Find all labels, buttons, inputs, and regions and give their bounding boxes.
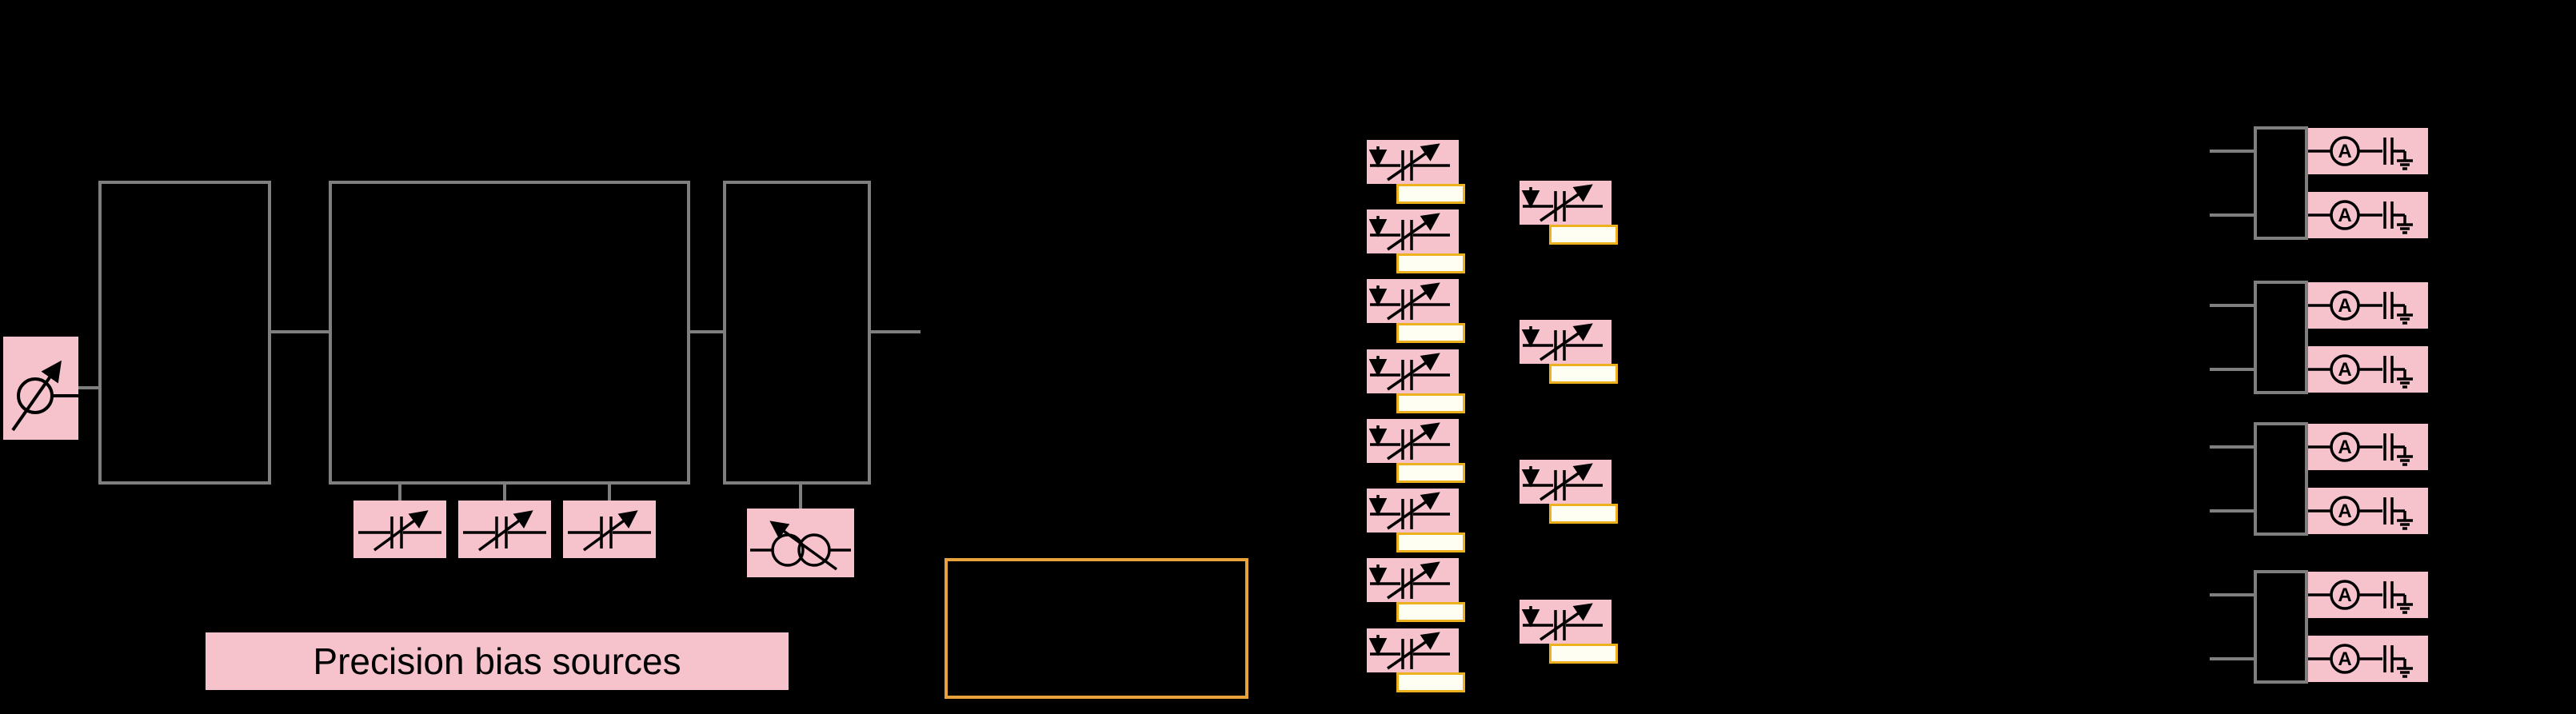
variable-capacitor-ground-icon [1367, 349, 1459, 393]
tuner-unit [1520, 181, 1611, 225]
ammeter-capacitor-ground-icon [2308, 636, 2428, 682]
variable-capacitor-ground-icon [1367, 628, 1459, 672]
tuner-unit [1367, 489, 1459, 533]
tuner-value-box [1396, 393, 1465, 413]
bias-coupler [747, 509, 854, 577]
tuner-unit [1367, 349, 1459, 393]
readout-row [2308, 636, 2428, 682]
readout-block [2254, 422, 2308, 536]
readout-stub [2210, 657, 2254, 660]
variable-coupler-icon [747, 509, 854, 577]
tuner-value-box [1549, 504, 1618, 524]
variable-capacitor-icon [458, 501, 551, 558]
readout-row [2308, 424, 2428, 470]
readout-row [2308, 128, 2428, 174]
readout-stub [2210, 368, 2254, 371]
tuner-value-box [1396, 323, 1465, 343]
readout-row [2308, 488, 2428, 534]
tuner-value-box [1396, 184, 1465, 204]
chain-block-1 [98, 181, 271, 485]
bias-varactor [563, 501, 656, 558]
readout-block [2254, 570, 2308, 684]
wire-block3-output [871, 330, 921, 333]
ammeter-capacitor-ground-icon [2308, 572, 2428, 618]
tuner-value-box [1549, 364, 1618, 384]
readout-stub [2210, 445, 2254, 449]
tuner-value-box [1396, 602, 1465, 622]
readout-row [2308, 346, 2428, 393]
variable-capacitor-icon [353, 501, 446, 558]
variable-capacitor-ground-icon [1520, 600, 1611, 644]
wire-block1-block2 [271, 330, 329, 333]
tuner-unit [1367, 209, 1459, 253]
ammeter-capacitor-ground-icon [2308, 128, 2428, 174]
wire-bias-drop-2 [503, 483, 506, 502]
variable-capacitor-ground-icon [1520, 460, 1611, 504]
chain-block-3 [723, 181, 871, 485]
readout-row [2308, 192, 2428, 238]
wire-coupler-drop [799, 483, 802, 510]
wire-bias-drop-3 [608, 483, 611, 502]
readout-stub [2210, 304, 2254, 307]
rf-source-icon [3, 337, 78, 440]
variable-capacitor-ground-icon [1367, 558, 1459, 602]
tuner-value-box [1396, 533, 1465, 552]
ammeter-capacitor-ground-icon [2308, 282, 2428, 329]
variable-capacitor-ground-icon [1520, 181, 1611, 225]
tuner-value-box [1396, 672, 1465, 692]
variable-capacitor-ground-icon [1367, 489, 1459, 533]
wire-bias-drop-1 [398, 483, 401, 502]
tuner-unit [1367, 558, 1459, 602]
tuner-value-box [1396, 253, 1465, 273]
variable-capacitor-icon [563, 501, 656, 558]
bias-varactor [353, 501, 446, 558]
variable-capacitor-ground-icon [1367, 419, 1459, 463]
tuner-unit [1520, 600, 1611, 644]
ammeter-capacitor-ground-icon [2308, 192, 2428, 238]
readout-stub [2210, 150, 2254, 153]
readout-stub [2210, 213, 2254, 217]
tuner-unit [1367, 628, 1459, 672]
bias-sources-label-text: Precision bias sources [313, 640, 681, 682]
variable-capacitor-ground-icon [1367, 209, 1459, 253]
tuner-unit [1367, 279, 1459, 323]
ammeter-capacitor-ground-icon [2308, 346, 2428, 393]
readout-stub [2210, 593, 2254, 596]
tuner-unit [1520, 460, 1611, 504]
bias-sources-label: Precision bias sources [206, 632, 789, 690]
tuner-value-box [1549, 225, 1618, 245]
wire-source-block1 [78, 386, 98, 389]
rf-source [3, 337, 78, 440]
variable-capacitor-ground-icon [1367, 279, 1459, 323]
tuner-unit [1367, 140, 1459, 184]
tuner-value-box [1396, 463, 1465, 483]
ammeter-capacitor-ground-icon [2308, 424, 2428, 470]
bias-varactor [458, 501, 551, 558]
highlight-outline-box [945, 558, 1248, 699]
ammeter-capacitor-ground-icon [2308, 488, 2428, 534]
variable-capacitor-ground-icon [1520, 320, 1611, 364]
readout-block [2254, 126, 2308, 240]
tuner-unit [1520, 320, 1611, 364]
chain-block-2 [329, 181, 690, 485]
readout-stub [2210, 509, 2254, 513]
wire-block2-block3 [690, 330, 723, 333]
readout-block [2254, 281, 2308, 394]
tuner-value-box [1549, 644, 1618, 664]
readout-row [2308, 572, 2428, 618]
variable-capacitor-ground-icon [1367, 140, 1459, 184]
tuner-unit [1367, 419, 1459, 463]
readout-row [2308, 282, 2428, 329]
